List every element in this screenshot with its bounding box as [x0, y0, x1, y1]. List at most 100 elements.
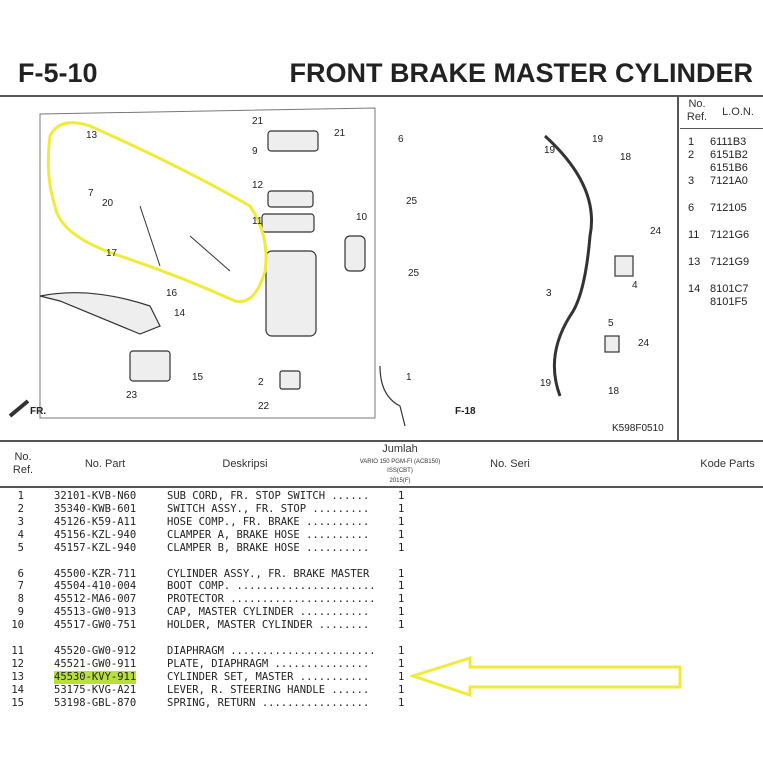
ref-number: 1	[17, 490, 24, 502]
ref-number: 12	[11, 657, 24, 670]
exploded-diagram: 1372021219121162525101716141523222119191…	[8, 107, 664, 434]
part-number: 45521-GW0-911	[54, 657, 137, 670]
clamper-a	[614, 255, 634, 277]
col-qty-model: VARIO 150 PGM-FI (ACB150)	[359, 459, 441, 465]
lon-code: 8101C7	[710, 283, 749, 295]
col-qty-sub: ISS(CBT)	[387, 468, 413, 474]
lever-pivot	[129, 350, 171, 382]
ref-number: 14	[11, 683, 24, 696]
description: CLAMPER A, BRAKE HOSE ..........	[167, 528, 370, 541]
cap	[267, 130, 319, 152]
master-cylinder-body	[265, 250, 317, 337]
lon-row: 3 7121A0	[688, 175, 748, 187]
lon-ref: 14	[688, 283, 701, 295]
stop-switch	[279, 370, 301, 390]
lon-ref-header: No. Ref.	[686, 98, 708, 123]
quantity: 1	[398, 502, 405, 515]
brake-lever	[39, 292, 161, 335]
description: CAP, MASTER CYLINDER ...........	[167, 606, 370, 619]
lon-code: 7121G9	[710, 256, 750, 268]
part-number: 45530-KVY-911	[54, 670, 137, 684]
part-number: 53198-GBL-870	[54, 696, 137, 709]
lon-code: 6111B3	[710, 136, 747, 148]
col-qty-year: 2015(F)	[389, 478, 411, 484]
lon-ref: 2	[688, 149, 695, 161]
lon-ref: 3	[688, 175, 695, 187]
ref-number: 10	[11, 619, 24, 632]
quantity: 1	[398, 670, 405, 683]
ref-number: 15	[11, 696, 24, 709]
description: CYLINDER ASSY., FR. BRAKE MASTER	[167, 567, 370, 580]
col-ref: No. Ref.	[12, 451, 34, 476]
lon-code: 6151B6	[710, 162, 748, 174]
f18-label: F-18	[455, 406, 476, 417]
part-number: 45520-GW0-912	[54, 645, 137, 657]
holder	[344, 235, 366, 272]
piston	[139, 205, 231, 272]
ref-number: 13	[11, 670, 24, 683]
divider	[0, 486, 763, 488]
lon-row: 1 6111B3	[688, 136, 746, 148]
col-qty: Jumlah	[382, 443, 418, 455]
quantity: 1	[398, 657, 405, 670]
lon-code: 7121A0	[710, 175, 748, 187]
lon-code: 7121G6	[710, 229, 750, 241]
ref-number: 7	[17, 580, 24, 593]
highlight-circle	[46, 121, 268, 304]
callout-label: 22	[258, 401, 270, 412]
callout-label: 14	[174, 308, 186, 319]
lon-code: 6151B2	[710, 149, 748, 161]
clamper-b	[604, 335, 620, 353]
description: BOOT COMP. ......................	[167, 580, 376, 593]
callout-label: 19	[544, 145, 556, 156]
lon-row: 8101F5	[688, 296, 747, 308]
callout-label: 23	[126, 390, 138, 401]
description: SPRING, RETURN .................	[167, 696, 370, 709]
callout-label: 20	[102, 198, 114, 209]
divider	[0, 440, 763, 442]
quantity: 1	[398, 528, 405, 541]
callout-label: 24	[650, 226, 662, 237]
lon-row: 11 7121G6	[688, 229, 749, 241]
callout-label: 6	[398, 134, 404, 145]
fr-label: FR.	[30, 406, 46, 417]
section-code: F-5-10	[18, 58, 98, 88]
callout-label: 11	[252, 216, 263, 227]
part-number: 45517-GW0-751	[54, 619, 137, 632]
callout-label: 18	[620, 152, 632, 163]
ref-number: 6	[17, 567, 24, 580]
callout-label: 18	[608, 386, 620, 397]
diaphragm-plate	[267, 190, 314, 208]
lon-ref: 11	[688, 229, 700, 241]
callout-label: 4	[632, 280, 638, 291]
diaphragm	[261, 213, 315, 233]
callout-label: 10	[356, 212, 368, 223]
description: HOLDER, MASTER CYLINDER ........	[167, 619, 370, 632]
lon-row: 2 6151B2	[688, 149, 748, 161]
quantity: 1	[398, 490, 405, 502]
description: SUB CORD, FR. STOP SWITCH ......	[167, 490, 370, 502]
callout-label: 2	[258, 377, 264, 388]
part-number: 35340-KWB-601	[54, 502, 137, 515]
lon-ref: 1	[688, 136, 695, 148]
lon-header: L.O.N.	[722, 106, 754, 118]
quantity: 1	[398, 606, 405, 619]
callout-label: 17	[106, 248, 118, 259]
quantity: 1	[398, 645, 405, 657]
callout-label: 19	[540, 378, 552, 389]
description: CYLINDER SET, MASTER ...........	[167, 670, 370, 683]
lon-code: 712105	[710, 202, 747, 214]
ref-number: 9	[17, 606, 24, 619]
callout-label: 15	[192, 372, 204, 383]
